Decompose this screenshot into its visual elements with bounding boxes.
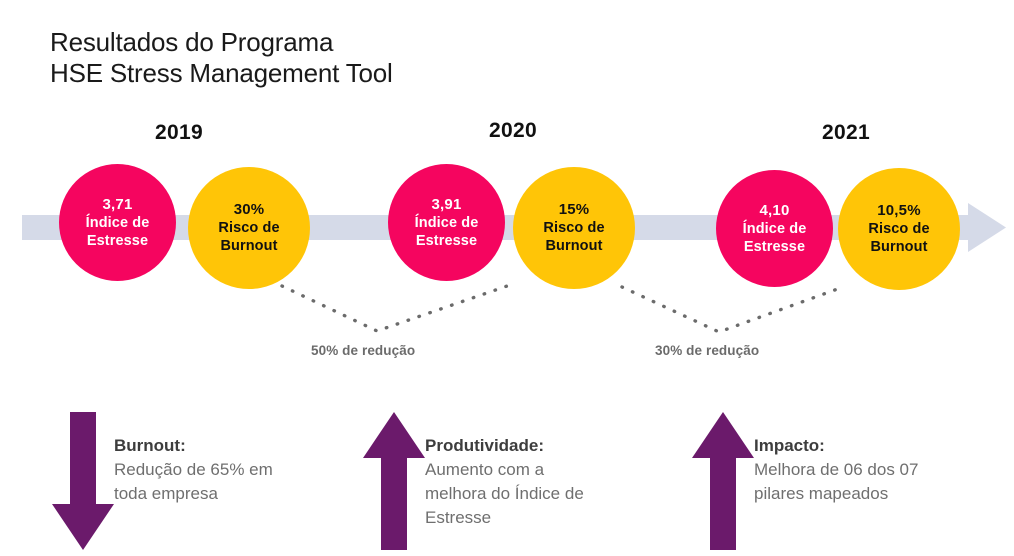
highlight-body-line-3: Estresse xyxy=(425,508,492,527)
highlight-body-line-1: Melhora de 06 dos 07 xyxy=(754,460,919,479)
node-label-line2: Estresse xyxy=(86,232,149,249)
title-line-1: Resultados do Programa xyxy=(50,27,334,57)
year-label-2020: 2020 xyxy=(489,119,537,142)
highlight-title: Produtividade: xyxy=(425,436,545,455)
node-2019-burnout-risk[interactable]: 30% Risco de Burnout xyxy=(188,167,310,289)
arrow-up-icon xyxy=(363,412,425,556)
node-label-line1: Risco de xyxy=(543,220,605,236)
highlight-title: Burnout: xyxy=(114,436,186,455)
arrow-down-icon xyxy=(52,412,114,556)
reduction-label-1: 50% de redução xyxy=(311,343,416,358)
node-label-line2: Burnout xyxy=(220,238,278,254)
node-value: 15% xyxy=(558,201,590,218)
node-value: 4,10 xyxy=(759,201,790,219)
node-label-line1: Risco de xyxy=(218,220,280,236)
node-value: 3,71 xyxy=(102,195,133,213)
title-line-2: HSE Stress Management Tool xyxy=(50,58,393,88)
highlight-text: Impacto: Melhora de 06 dos 07 pilares ma… xyxy=(754,412,918,506)
node-value: 30% xyxy=(233,201,265,218)
node-label-line2: Burnout xyxy=(545,238,603,254)
node-2019-stress-index[interactable]: 3,71 Índice de Estresse xyxy=(59,164,176,281)
highlight-impacto: Impacto: Melhora de 06 dos 07 pilares ma… xyxy=(692,412,1002,556)
highlight-body-line-2: toda empresa xyxy=(114,484,218,503)
node-label-line2: Estresse xyxy=(743,238,806,255)
node-value: 10,5% xyxy=(877,202,921,219)
timeline-arrowhead xyxy=(968,203,1006,252)
node-label-line2: Estresse xyxy=(415,232,478,249)
node-2021-burnout-risk[interactable]: 10,5% Risco de Burnout xyxy=(838,168,960,290)
node-label-line1: Índice de xyxy=(742,220,807,237)
year-label-2019: 2019 xyxy=(155,121,203,144)
highlight-produtividade: Produtividade: Aumento com a melhora do … xyxy=(363,412,693,556)
highlight-burnout: Burnout: Redução de 65% em toda empresa xyxy=(52,412,352,556)
highlight-body-line-1: Aumento com a xyxy=(425,460,545,479)
node-2020-stress-index[interactable]: 3,91 Índice de Estresse xyxy=(388,164,505,281)
highlight-body: Redução de 65% em toda empresa xyxy=(114,458,273,506)
highlight-title: Impacto: xyxy=(754,436,825,455)
highlight-body-line-2: melhora do Índice de xyxy=(425,484,584,503)
highlight-text: Produtividade: Aumento com a melhora do … xyxy=(425,412,584,530)
node-value: 3,91 xyxy=(431,195,462,213)
node-label-line1: Índice de xyxy=(414,214,479,231)
reduction-label-2: 30% de redução xyxy=(655,343,760,358)
arrow-up-icon xyxy=(692,412,754,556)
year-label-2021: 2021 xyxy=(822,121,870,144)
page-title: Resultados do Programa HSE Stress Manage… xyxy=(50,27,650,89)
node-2020-burnout-risk[interactable]: 15% Risco de Burnout xyxy=(513,167,635,289)
highlight-body: Aumento com a melhora do Índice de Estre… xyxy=(425,458,584,530)
node-label-line1: Risco de xyxy=(868,221,930,237)
node-label-line2: Burnout xyxy=(870,239,928,255)
node-label-line1: Índice de xyxy=(85,214,150,231)
highlight-body-line-2: pilares mapeados xyxy=(754,484,889,503)
highlight-text: Burnout: Redução de 65% em toda empresa xyxy=(114,412,273,506)
node-2021-stress-index[interactable]: 4,10 Índice de Estresse xyxy=(716,170,833,287)
dotted-connector-1 xyxy=(280,283,512,333)
highlight-body: Melhora de 06 dos 07 pilares mapeados xyxy=(754,458,918,506)
dotted-connector-2 xyxy=(620,285,845,334)
highlight-body-line-1: Redução de 65% em xyxy=(114,460,273,479)
